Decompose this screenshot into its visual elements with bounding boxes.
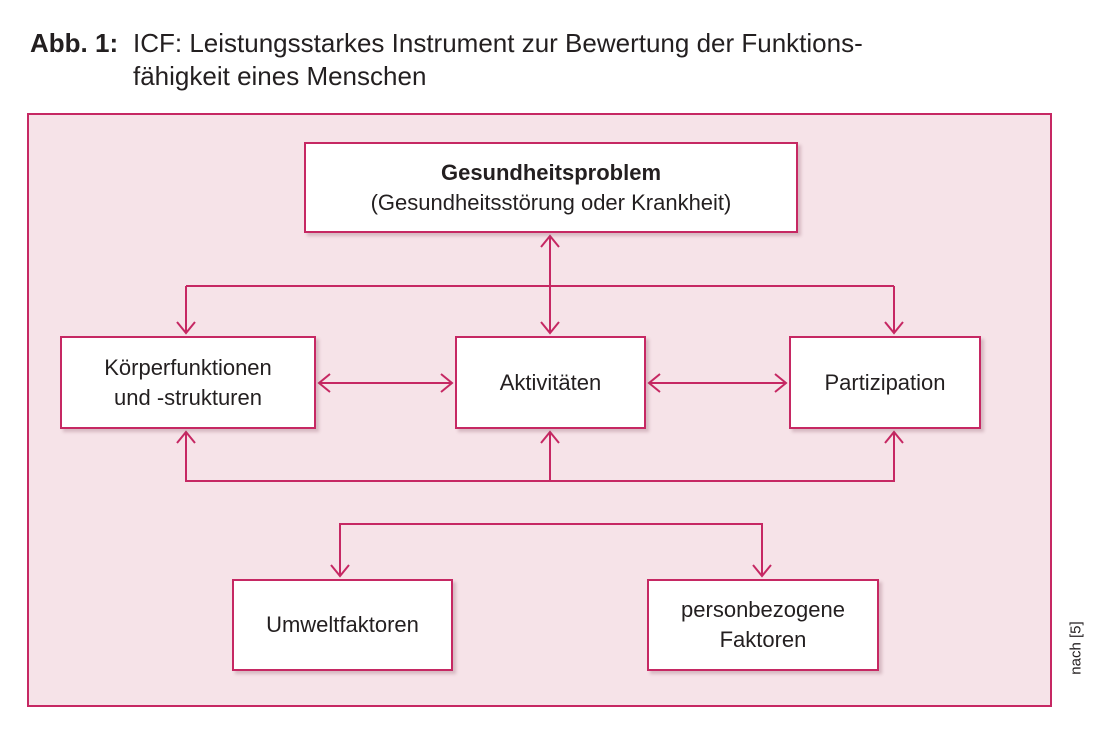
source-note: nach [5] (1067, 621, 1085, 675)
caption-line-1: ICF: Leistungsstarkes Instrument zur Bew… (133, 28, 863, 58)
activities-label: Aktivitäten (499, 369, 602, 395)
participation-label: Partizipation (824, 369, 946, 395)
caption-label: Abb. 1: (30, 28, 119, 58)
box-environmental-factors: Umweltfaktoren (232, 579, 453, 671)
box-personal-factors: personbezogene Faktoren (647, 579, 879, 671)
box-participation: Partizipation (789, 336, 981, 429)
body-functions-line-2: und -strukturen (114, 384, 262, 410)
box-body-functions: Körperfunktionen und -strukturen (60, 336, 316, 429)
caption-line-2: fähigkeit eines Menschen (133, 61, 427, 91)
box-activities: Aktivitäten (455, 336, 646, 429)
personal-factors-line-1: personbezogene (681, 597, 845, 622)
box-health-problem: Gesundheitsproblem (Gesundheitsstörung o… (304, 142, 798, 233)
body-functions-line-1: Körperfunktionen (104, 354, 272, 380)
personal-factors-line-2: Faktoren (719, 627, 807, 652)
health-problem-subtitle: (Gesundheitsstörung oder Krankheit) (370, 189, 732, 215)
health-problem-title: Gesundheitsproblem (440, 159, 662, 185)
environmental-factors-label: Umweltfaktoren (266, 612, 419, 637)
